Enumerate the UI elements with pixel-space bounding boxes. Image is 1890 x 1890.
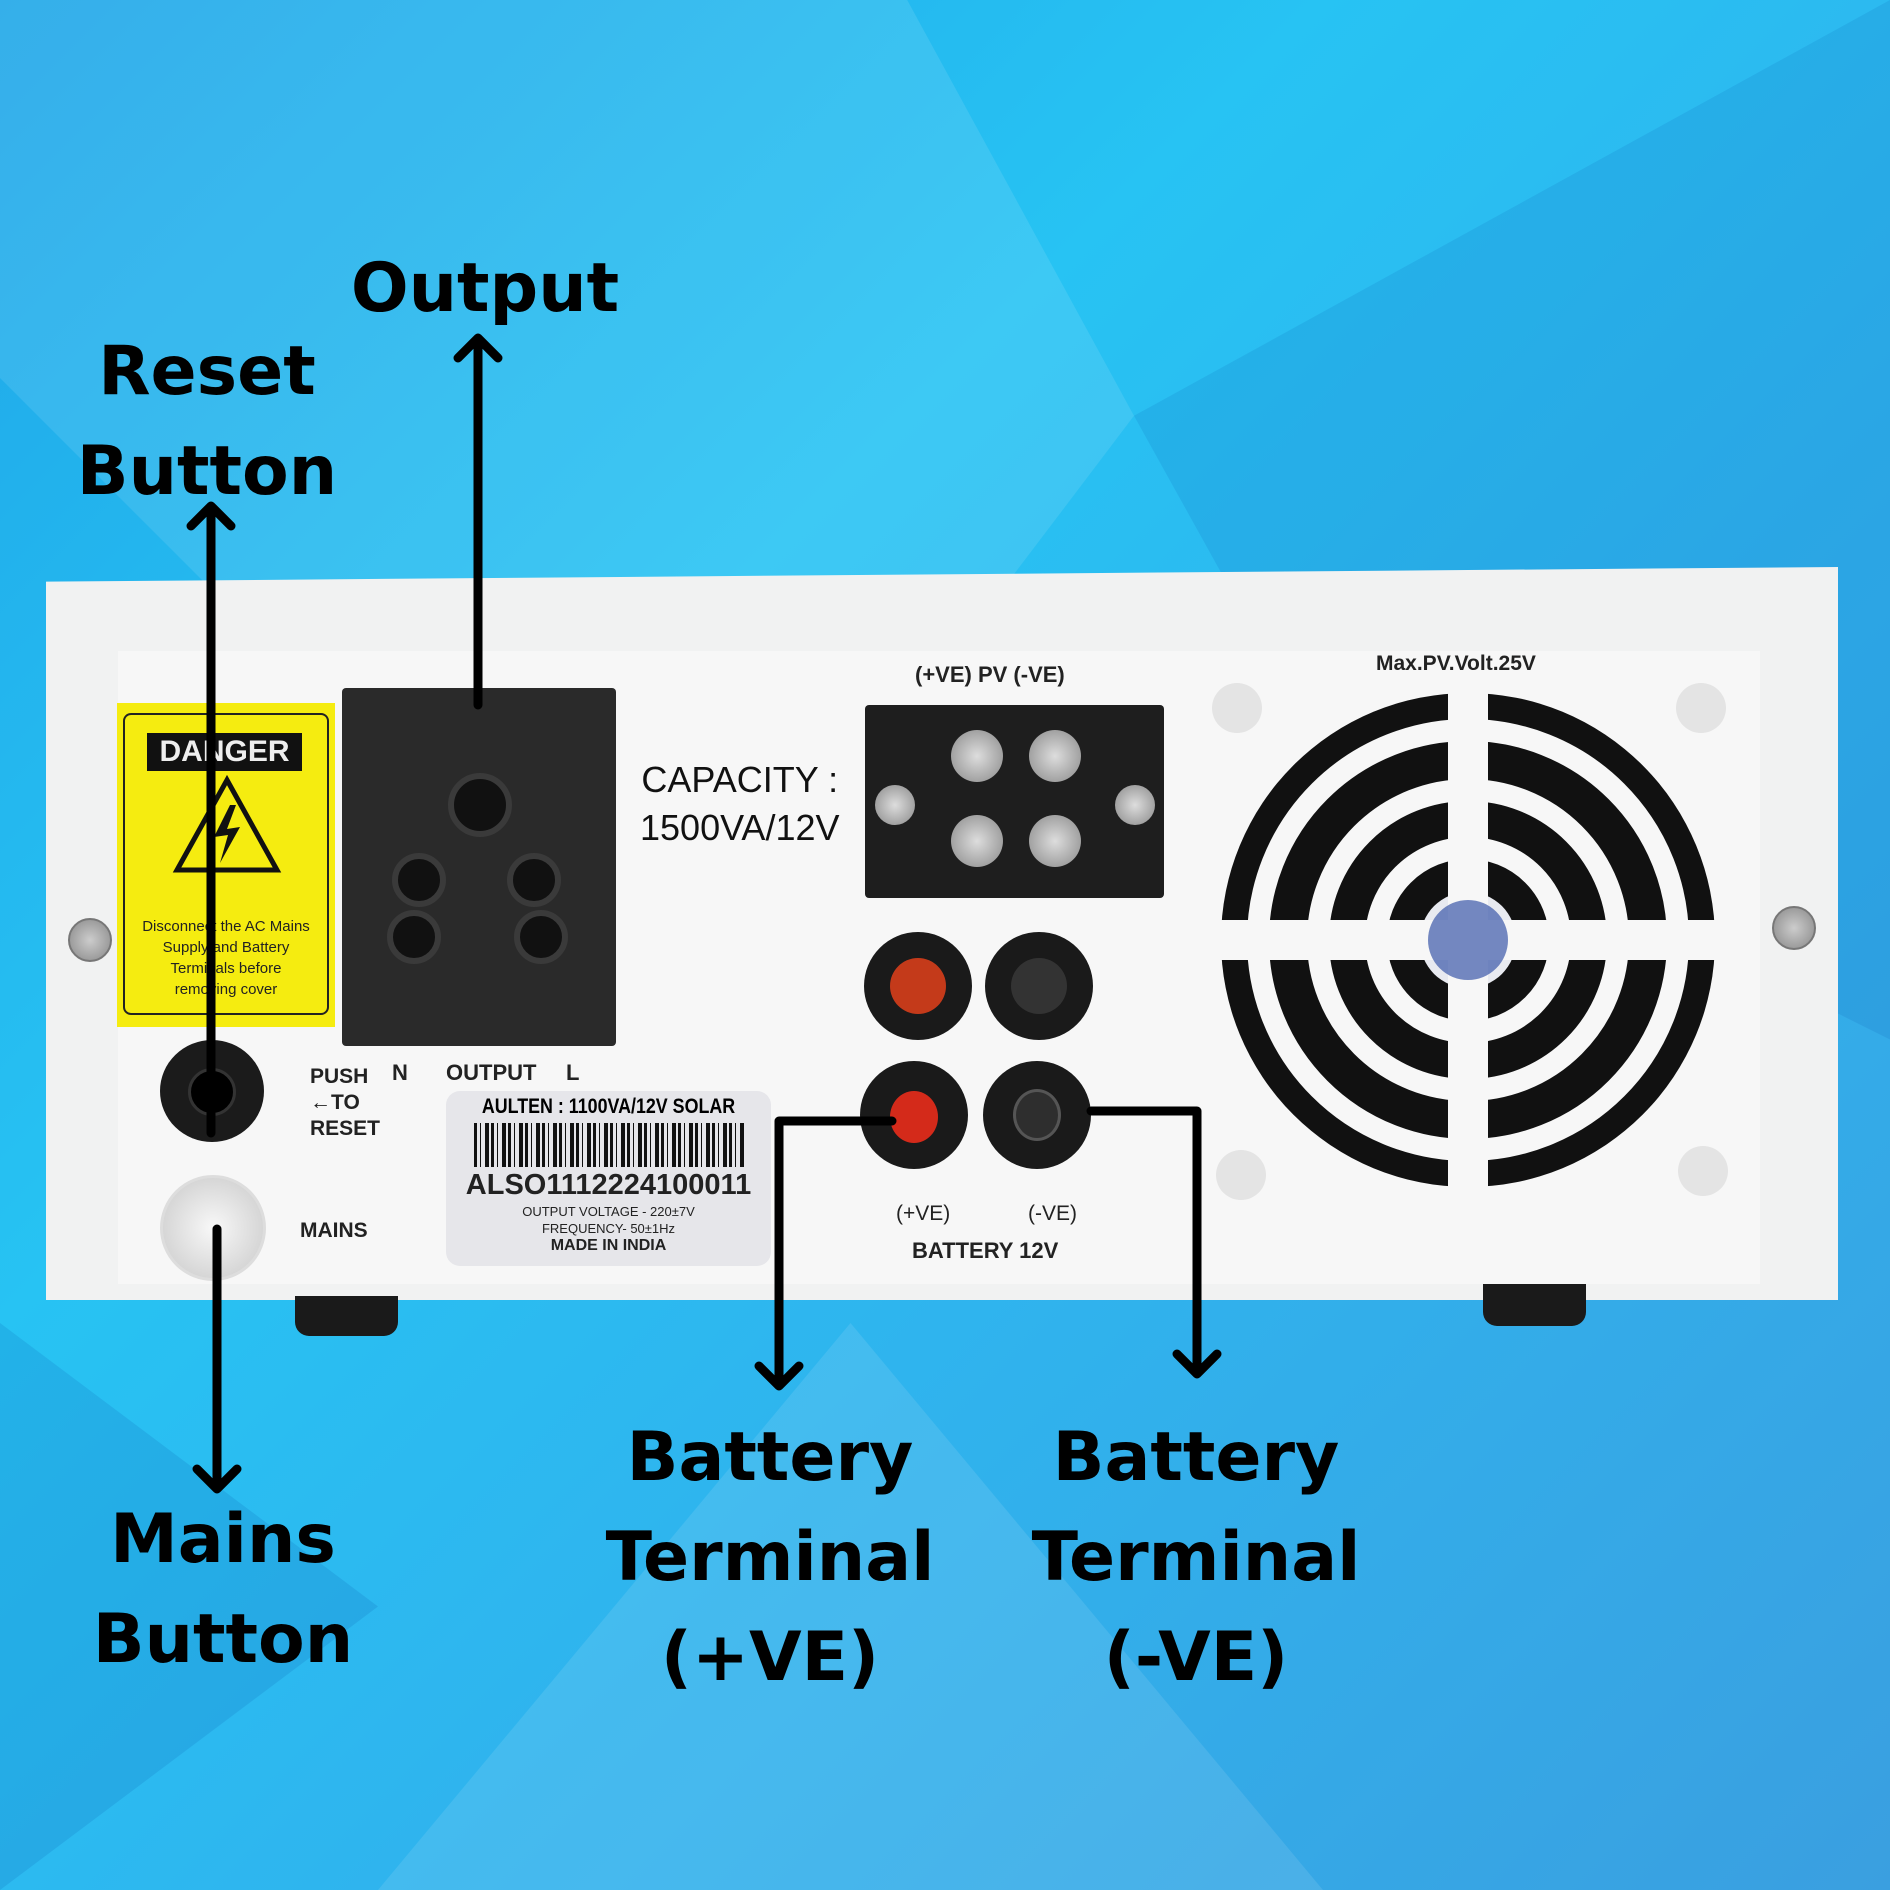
output-n-label: N xyxy=(392,1060,408,1085)
pv-screw-icon xyxy=(951,730,1003,782)
socket-pin xyxy=(392,853,446,907)
annotation-output: Output xyxy=(350,249,620,328)
danger-title: DANGER xyxy=(147,733,302,771)
pv-screw-icon xyxy=(875,785,915,825)
arrow-output xyxy=(453,333,503,710)
arrow-battery-neg xyxy=(1086,1106,1222,1379)
high-voltage-icon xyxy=(172,774,282,873)
arrow-battery-pos xyxy=(754,1116,897,1391)
pv-terminal-block[interactable] xyxy=(865,705,1164,898)
output-label: OUTPUT xyxy=(446,1060,537,1085)
battery-terminal-negative[interactable] xyxy=(983,1061,1091,1169)
socket-pin xyxy=(514,910,568,964)
max-pv-label: Max.PV.Volt.25V xyxy=(1376,652,1536,675)
battery-terminal-positive[interactable] xyxy=(860,1061,968,1169)
arrow-reset xyxy=(186,501,236,1138)
barcode-sticker: AULTEN : 1100VA/12V SOLAR ALSO1112224100… xyxy=(446,1091,771,1266)
pv-screw-icon xyxy=(1029,730,1081,782)
cable-gland xyxy=(864,932,972,1040)
foot-right xyxy=(1483,1284,1586,1326)
pv-screw-icon xyxy=(1115,785,1155,825)
foot-left xyxy=(295,1296,398,1336)
pv-screw-icon xyxy=(951,815,1003,867)
battery-neg-label: (-VE) xyxy=(1028,1202,1077,1225)
cable-gland xyxy=(985,932,1093,1040)
mains-label: MAINS xyxy=(300,1219,368,1242)
barcode xyxy=(474,1123,744,1167)
socket-earth-pin xyxy=(448,773,512,837)
battery-pos-label: (+VE) xyxy=(896,1202,951,1225)
serial-number: ALSO1112224100011 xyxy=(465,1169,752,1201)
battery-12v-label: BATTERY 12V xyxy=(912,1238,1059,1263)
fan-mount xyxy=(1678,1146,1728,1196)
fan-grille-icon xyxy=(1218,690,1718,1190)
capacity-text: CAPACITY :1500VA/12V xyxy=(640,759,840,848)
model-text: AULTEN : 1100VA/12V SOLAR xyxy=(481,1095,736,1118)
pv-screw-icon xyxy=(1029,815,1081,867)
screw-icon xyxy=(1772,906,1816,950)
fan-mount xyxy=(1216,1150,1266,1200)
output-socket[interactable] xyxy=(342,688,616,1046)
fan-mount xyxy=(1676,683,1726,733)
arrow-mains xyxy=(192,1224,242,1494)
output-l-label: L xyxy=(566,1060,580,1085)
socket-pin xyxy=(387,910,441,964)
pv-label: (+VE) PV (-VE) xyxy=(915,662,1065,687)
fan-mount xyxy=(1212,683,1262,733)
screw-icon xyxy=(68,918,112,962)
socket-pin xyxy=(507,853,561,907)
